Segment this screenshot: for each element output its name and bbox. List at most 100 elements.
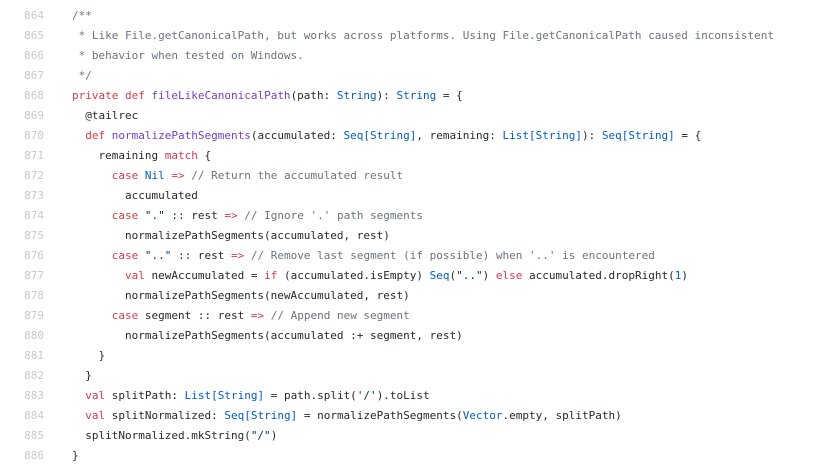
line-number[interactable]: 874 [24,209,44,222]
code-token-plain [264,309,271,322]
line-number[interactable]: 885 [24,429,44,442]
code-text: * behavior when tested on Windows. [72,46,304,66]
line-number[interactable]: 868 [24,89,44,102]
code-text: case segment :: rest => // Append new se… [72,306,410,326]
code-token-plain: ).toList [376,389,430,402]
code-text: case "." :: rest => // Ignore '.' path s… [72,206,423,226]
code-line: 871 remaining match { [0,146,820,166]
code-token-plain: = path.split( [264,389,357,402]
code-token-keyword: => [171,169,185,182]
code-text: normalizePathSegments(accumulated, rest) [72,226,390,246]
line-number[interactable]: 881 [24,349,44,362]
code-line: 878 normalizePathSegments(newAccumulated… [0,286,820,306]
code-line: 880 normalizePathSegments(accumulated :+… [0,326,820,346]
code-token-keyword: case [111,169,139,182]
code-text: */ [72,66,92,86]
code-token-keyword: def [124,89,145,102]
code-text: normalizePathSegments(newAccumulated, re… [72,286,410,306]
line-number[interactable]: 865 [24,29,44,42]
line-number[interactable]: 866 [24,49,44,62]
line-number[interactable]: 886 [24,449,44,462]
code-token-comment: // Remove last segment (if possible) whe… [250,249,655,262]
code-text: def normalizePathSegments(accumulated: S… [72,126,701,146]
code-text: normalizePathSegments(accumulated :+ seg… [72,326,463,346]
code-token-plain: } [72,349,106,362]
code-token-comment: * behavior when tested on Windows. [72,49,304,62]
code-line: 877 val newAccumulated = if (accumulated… [0,266,820,286]
code-text: case ".." :: rest => // Remove last segm… [72,246,655,266]
code-token-keyword: case [111,309,139,322]
code-token-comment: // Return the accumulated result [191,169,404,182]
code-token-keyword: def [85,129,106,142]
line-number[interactable]: 875 [24,229,44,242]
code-token-keyword: private [72,89,119,102]
code-line: 866 * behavior when tested on Windows. [0,46,820,66]
code-token-plain: normalizePathSegments(accumulated, rest) [72,229,390,242]
code-text: case Nil => // Return the accumulated re… [72,166,403,186]
code-token-comment: /** [72,9,92,22]
code-token-function-name: fileLikeCanonicalPath [151,89,291,102]
code-token-keyword: => [250,309,265,322]
code-token-plain: accumulated [72,189,198,202]
code-token-plain [72,409,85,422]
line-number[interactable]: 871 [24,149,44,162]
line-number[interactable]: 864 [24,9,44,22]
line-number[interactable]: 867 [24,69,44,82]
line-number[interactable]: 870 [24,129,44,142]
code-token-plain: accumulated.dropRight( [522,269,675,282]
code-text: splitNormalized.mkString("/") [72,426,277,446]
code-token-type-or-constant: Seq[String] [343,129,417,142]
code-token-plain: ): [376,89,397,102]
code-token-type-or-constant: Vector [462,409,503,422]
code-token-plain: splitPath: [105,389,185,402]
line-number[interactable]: 880 [24,329,44,342]
code-token-plain [72,269,125,282]
line-number[interactable]: 877 [24,269,44,282]
line-number[interactable]: 878 [24,289,44,302]
code-token-plain: normalizePathSegments(newAccumulated, re… [72,289,410,302]
code-token-plain: normalizePathSegments(accumulated :+ seg… [72,329,463,342]
line-number[interactable]: 884 [24,409,44,422]
code-line: 870 def normalizePathSegments(accumulate… [0,126,820,146]
code-token-plain [72,309,112,322]
code-token-keyword: else [495,269,523,282]
code-text: } [72,446,79,466]
code-token-keyword: val [124,269,145,282]
code-line: 879 case segment :: rest => // Append ne… [0,306,820,326]
code-token-plain [72,389,85,402]
line-number[interactable]: 876 [24,249,44,262]
line-number[interactable]: 873 [24,189,44,202]
code-token-plain: ) [270,429,278,442]
code-line: 867 */ [0,66,820,86]
code-line: 886} [0,446,820,466]
code-line: 881 } [0,346,820,366]
code-text: * Like File.getCanonicalPath, but works … [72,26,774,46]
code-token-keyword: match [164,149,198,162]
line-number[interactable]: 879 [24,309,44,322]
code-token-plain: ) [681,269,688,282]
code-token-plain [244,249,251,262]
line-number[interactable]: 872 [24,169,44,182]
code-token-plain [118,89,125,102]
code-token-comment: */ [72,69,92,82]
code-token-plain: remaining [72,149,165,162]
code-token-keyword: if [264,269,278,282]
code-line: 884 val splitNormalized: Seq[String] = n… [0,406,820,426]
line-number[interactable]: 882 [24,369,44,382]
code-token-plain: = { [674,129,702,142]
line-number[interactable]: 869 [24,109,44,122]
code-text: val splitPath: List[String] = path.split… [72,386,430,406]
code-token-plain: } [72,449,79,462]
code-text: /** [72,6,92,26]
code-token-plain: = normalizePathSegments( [297,409,463,422]
line-number[interactable]: 883 [24,389,44,402]
code-text: } [72,366,92,386]
code-token-plain: ) [482,269,496,282]
code-token-comment: * Like File.getCanonicalPath, but works … [72,29,774,42]
code-token-string: "/" [250,429,271,442]
code-line: 885 splitNormalized.mkString("/") [0,426,820,446]
code-token-plain: , remaining: [416,129,503,142]
code-token-plain [138,249,145,262]
